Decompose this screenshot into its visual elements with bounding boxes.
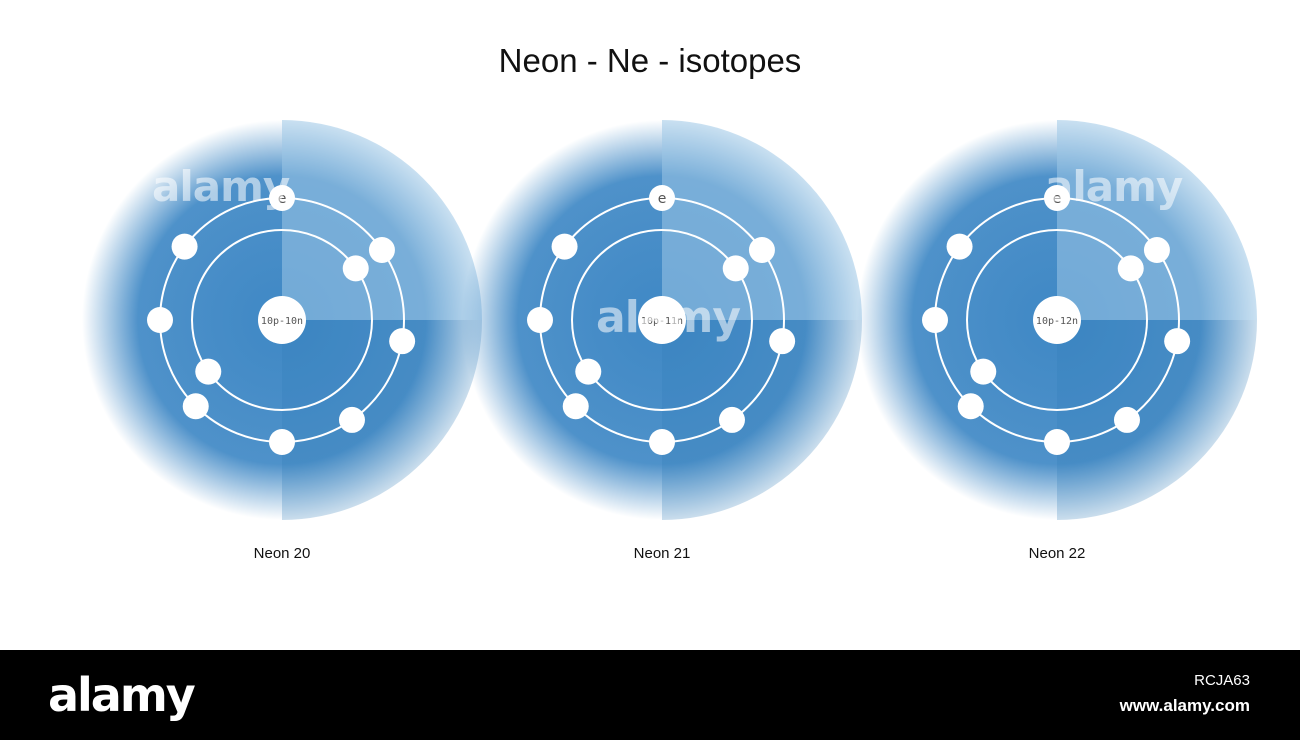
isotope-label-neon-20: Neon 20: [253, 545, 311, 562]
dark-quadrant: [662, 320, 862, 520]
electron: [551, 233, 578, 260]
electron: [649, 185, 675, 211]
atom-svg: e 10p-12n: [857, 120, 1257, 520]
electron: [338, 406, 365, 433]
atom-svg: e 10p-10n: [82, 120, 482, 520]
inner-shell: [571, 229, 753, 411]
electron: [957, 393, 984, 420]
electron: [195, 358, 222, 385]
nucleus-label: 10p-11n: [641, 316, 683, 327]
electron: [1164, 328, 1191, 355]
electron: [147, 307, 173, 333]
nucleus: [638, 296, 686, 344]
electron: [922, 307, 948, 333]
electron: [527, 307, 553, 333]
electron-label: e: [658, 191, 667, 207]
alamy-logo: alamy: [48, 668, 196, 722]
inner-shell: [191, 229, 373, 411]
electron: [182, 393, 209, 420]
electron: [1044, 185, 1070, 211]
electron: [562, 393, 589, 420]
electron: [368, 237, 395, 264]
electron: [946, 233, 973, 260]
atom-svg: e 10p-11n: [462, 120, 862, 520]
electron-label: e: [278, 191, 287, 207]
nucleus: [1033, 296, 1081, 344]
electron: [722, 255, 749, 282]
inner-shell: [966, 229, 1148, 411]
isotope-label-neon-21: Neon 21: [633, 545, 691, 562]
light-quadrant: [1057, 120, 1257, 320]
electron: [649, 429, 675, 455]
light-quadrant: [662, 120, 862, 320]
dark-quadrant: [282, 320, 482, 520]
electron: [718, 406, 745, 433]
nucleus: [258, 296, 306, 344]
electron: [342, 255, 369, 282]
electron: [269, 185, 295, 211]
diagram-title: Neon - Ne - isotopes: [498, 42, 802, 79]
footer-bar: alamy RCJA63 www.alamy.com: [0, 650, 1300, 740]
electron: [1044, 429, 1070, 455]
dark-quadrant: [1057, 320, 1257, 520]
electron: [1113, 406, 1140, 433]
nucleus-label: 10p-12n: [1036, 316, 1078, 327]
electron: [1143, 237, 1170, 264]
electron: [769, 328, 796, 355]
image-id: RCJA63: [1194, 672, 1250, 689]
neon-20-atom-diagram: e 10p-10n: [82, 115, 482, 525]
site-url: www.alamy.com: [1119, 696, 1250, 715]
light-quadrant: [282, 120, 482, 320]
nucleus-label: 10p-10n: [261, 316, 303, 327]
neon-22-atom-diagram: e 10p-12n: [857, 115, 1257, 525]
electron-label: e: [1053, 191, 1062, 207]
electron: [748, 237, 775, 264]
isotope-label-neon-22: Neon 22: [1028, 545, 1086, 562]
electron: [389, 328, 416, 355]
electron: [970, 358, 997, 385]
electron: [171, 233, 198, 260]
electron: [1117, 255, 1144, 282]
electron: [269, 429, 295, 455]
neon-21-atom-diagram: e 10p-11n: [462, 115, 862, 525]
electron: [575, 358, 602, 385]
